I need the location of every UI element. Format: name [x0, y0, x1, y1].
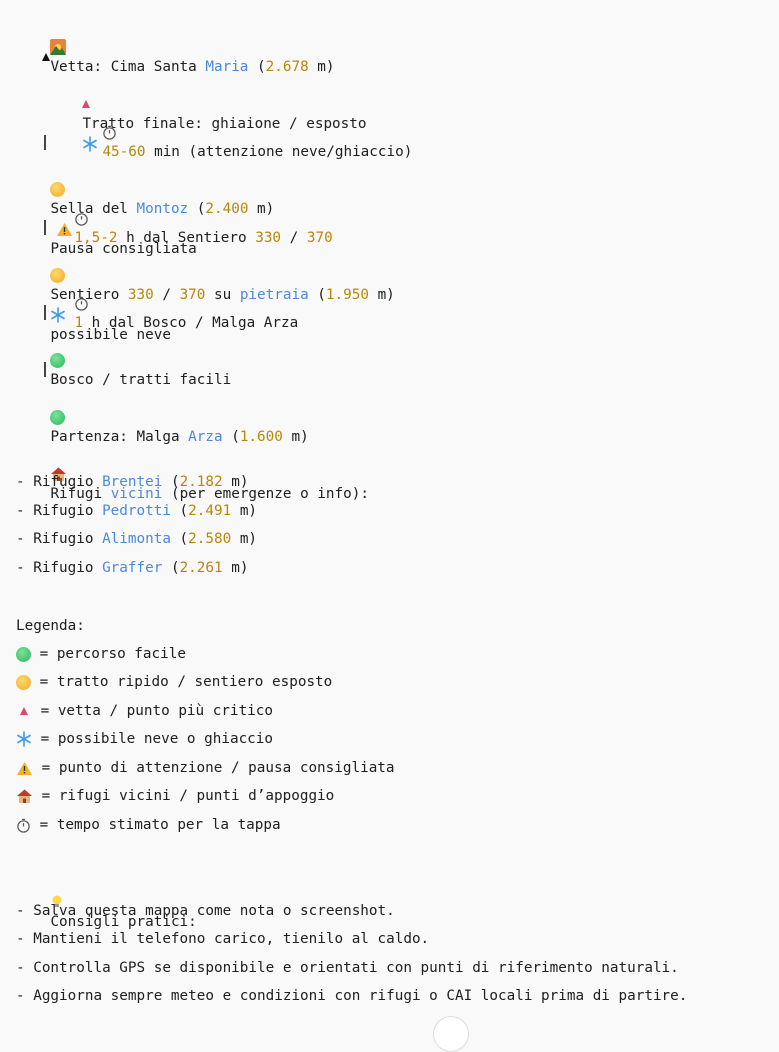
legend-item: = tempo stimato per la tappa	[16, 815, 281, 835]
connector	[44, 132, 46, 152]
lightbulb-icon	[52, 895, 62, 907]
warning-icon	[57, 222, 73, 236]
stopwatch-icon	[75, 211, 89, 226]
rifugio-item: - Rifugio Graffer (2.261 m)	[16, 560, 249, 576]
consiglio-item: - Mantieni il telefono carico, tienilo a…	[16, 931, 430, 947]
consiglio-item: - Salva questa mappa come nota o screens…	[16, 903, 395, 919]
up-arrow	[42, 47, 50, 67]
connector	[44, 302, 46, 322]
green-circle-icon	[50, 352, 66, 368]
consigli-heading: Consigli pratici:	[16, 872, 197, 952]
sella-line: Sella del Montoz (2.400 m) Pausa consigl…	[16, 159, 274, 279]
bosco-line: Bosco / tratti facili	[16, 330, 231, 410]
summit-line: Vetta: Cima Santa Maria (2.678 m)	[16, 17, 335, 97]
house-icon	[17, 789, 32, 803]
partenza-line: Partenza: Malga Arza (1.600 m)	[16, 387, 309, 467]
red-triangle-icon	[82, 100, 91, 108]
stopwatch-icon	[17, 818, 30, 833]
sentiero-line: Sentiero 330 / 370 su pietraia (1.950 m)…	[16, 245, 395, 365]
yellow-circle-icon	[16, 674, 31, 690]
legend-item: = possibile neve o ghiaccio	[16, 729, 273, 749]
snowflake-icon	[51, 307, 66, 323]
final-stretch-line: Tratto finale: ghiaione / esposto	[48, 74, 366, 174]
red-triangle-icon	[20, 707, 28, 715]
stopwatch-icon	[75, 296, 89, 311]
rifugio-item: - Rifugio Pedrotti (2.491 m)	[16, 503, 258, 519]
route-map-note: Vetta: Cima Santa Maria (2.678 m) Tratto…	[16, 17, 688, 1052]
black-triangle-icon	[42, 53, 50, 61]
house-icon	[51, 467, 67, 481]
rifugio-item: - Rifugio Brentei (2.182 m)	[16, 474, 249, 490]
legend-item: = punto di attenzione / pausa consigliat…	[16, 758, 395, 778]
legend-item: = vetta / punto più critico	[16, 701, 273, 721]
summit-name: Maria	[205, 59, 249, 75]
legend-item: = percorso facile	[16, 644, 186, 664]
legend-item: = tratto ripido / sentiero esposto	[16, 672, 332, 692]
legend-item: = rifugi vicini / punti d’appoggio	[16, 786, 334, 806]
rifugi-heading: Rifugi vicini (per emergenze o info):	[16, 444, 369, 524]
mountain-sunrise-icon	[50, 39, 67, 55]
yellow-circle-icon	[50, 267, 66, 283]
consiglio-item: - Controlla GPS se disponibile e orienta…	[16, 960, 679, 976]
snowflake-icon	[17, 731, 31, 747]
green-circle-icon	[50, 409, 66, 425]
stopwatch-icon	[103, 125, 117, 140]
sentiero-time-line: 1 h dal Bosco / Malga Arza	[40, 273, 298, 353]
scroll-to-bottom-button[interactable]	[433, 1016, 469, 1052]
legenda-heading: Legenda:	[16, 618, 85, 634]
connector	[44, 217, 46, 237]
snowflake-icon	[83, 136, 98, 152]
green-circle-icon	[16, 646, 31, 662]
rifugio-item: - Rifugio Alimonta (2.580 m)	[16, 531, 258, 547]
warning-icon	[17, 761, 32, 775]
sella-time-line: 1,5-2 h dal Sentiero 330 / 370	[40, 188, 333, 268]
connector	[44, 359, 46, 379]
consiglio-item: - Aggiorna sempre meteo e condizioni con…	[16, 988, 688, 1004]
yellow-circle-icon	[50, 181, 66, 197]
final-time-line: 45-60 min (attenzione neve/ghiaccio)	[68, 102, 412, 182]
